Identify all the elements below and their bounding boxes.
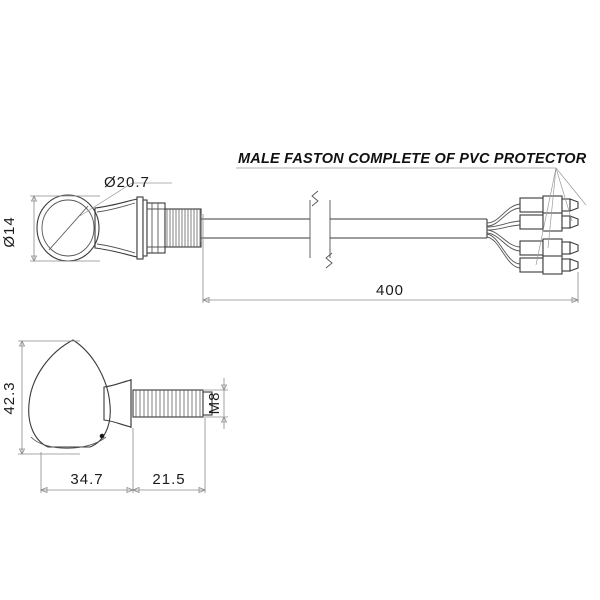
ring-height-label: Ø14	[1, 216, 18, 247]
ring-inner-outline	[41, 199, 95, 257]
faston-connector-4	[519, 255, 579, 275]
reference-marker-dot	[99, 433, 105, 439]
faston-connector-2	[519, 212, 579, 232]
diameter-indicator-line	[48, 205, 89, 251]
bottom-view-group	[18, 339, 228, 494]
ring-diameter-label: Ø20.7	[104, 174, 150, 191]
hex-nut	[146, 202, 166, 254]
cable-break-symbol	[309, 190, 333, 269]
wire-fanout-group	[486, 203, 521, 269]
flange-washer	[142, 199, 148, 257]
cable-length-dimension	[201, 214, 580, 304]
title-note-text: MALE FASTON COMPLETE OF PVC PROTECTOR	[238, 151, 587, 167]
top-view-group	[30, 167, 587, 304]
flange-plate	[136, 196, 144, 260]
cable-length-label: 400	[376, 282, 404, 299]
body-height-label: 42.3	[1, 381, 18, 414]
ring-diameter-leader	[79, 182, 172, 217]
m8-threaded-stem	[132, 389, 213, 418]
body-height-42-dimension	[18, 340, 80, 455]
thread-spec-label: M8	[206, 392, 223, 415]
neck-cone-outline	[103, 379, 132, 428]
length-dimensions	[39, 418, 207, 494]
m8-thread-dimension	[203, 378, 228, 429]
body-cone-highlight-bottom	[96, 243, 136, 254]
body-height-dimension	[30, 195, 100, 262]
title-note-leaders	[236, 167, 587, 266]
lamp-base-curve	[30, 436, 107, 449]
body-cone-outline	[94, 198, 138, 258]
body-length-label: 34.7	[70, 471, 103, 488]
body-cone-highlight-top	[96, 202, 136, 213]
lamp-body-outline	[28, 339, 111, 448]
faston-connector-3	[519, 238, 579, 258]
thread-length-label: 21.5	[152, 471, 185, 488]
strain-relief-spring	[164, 208, 202, 248]
